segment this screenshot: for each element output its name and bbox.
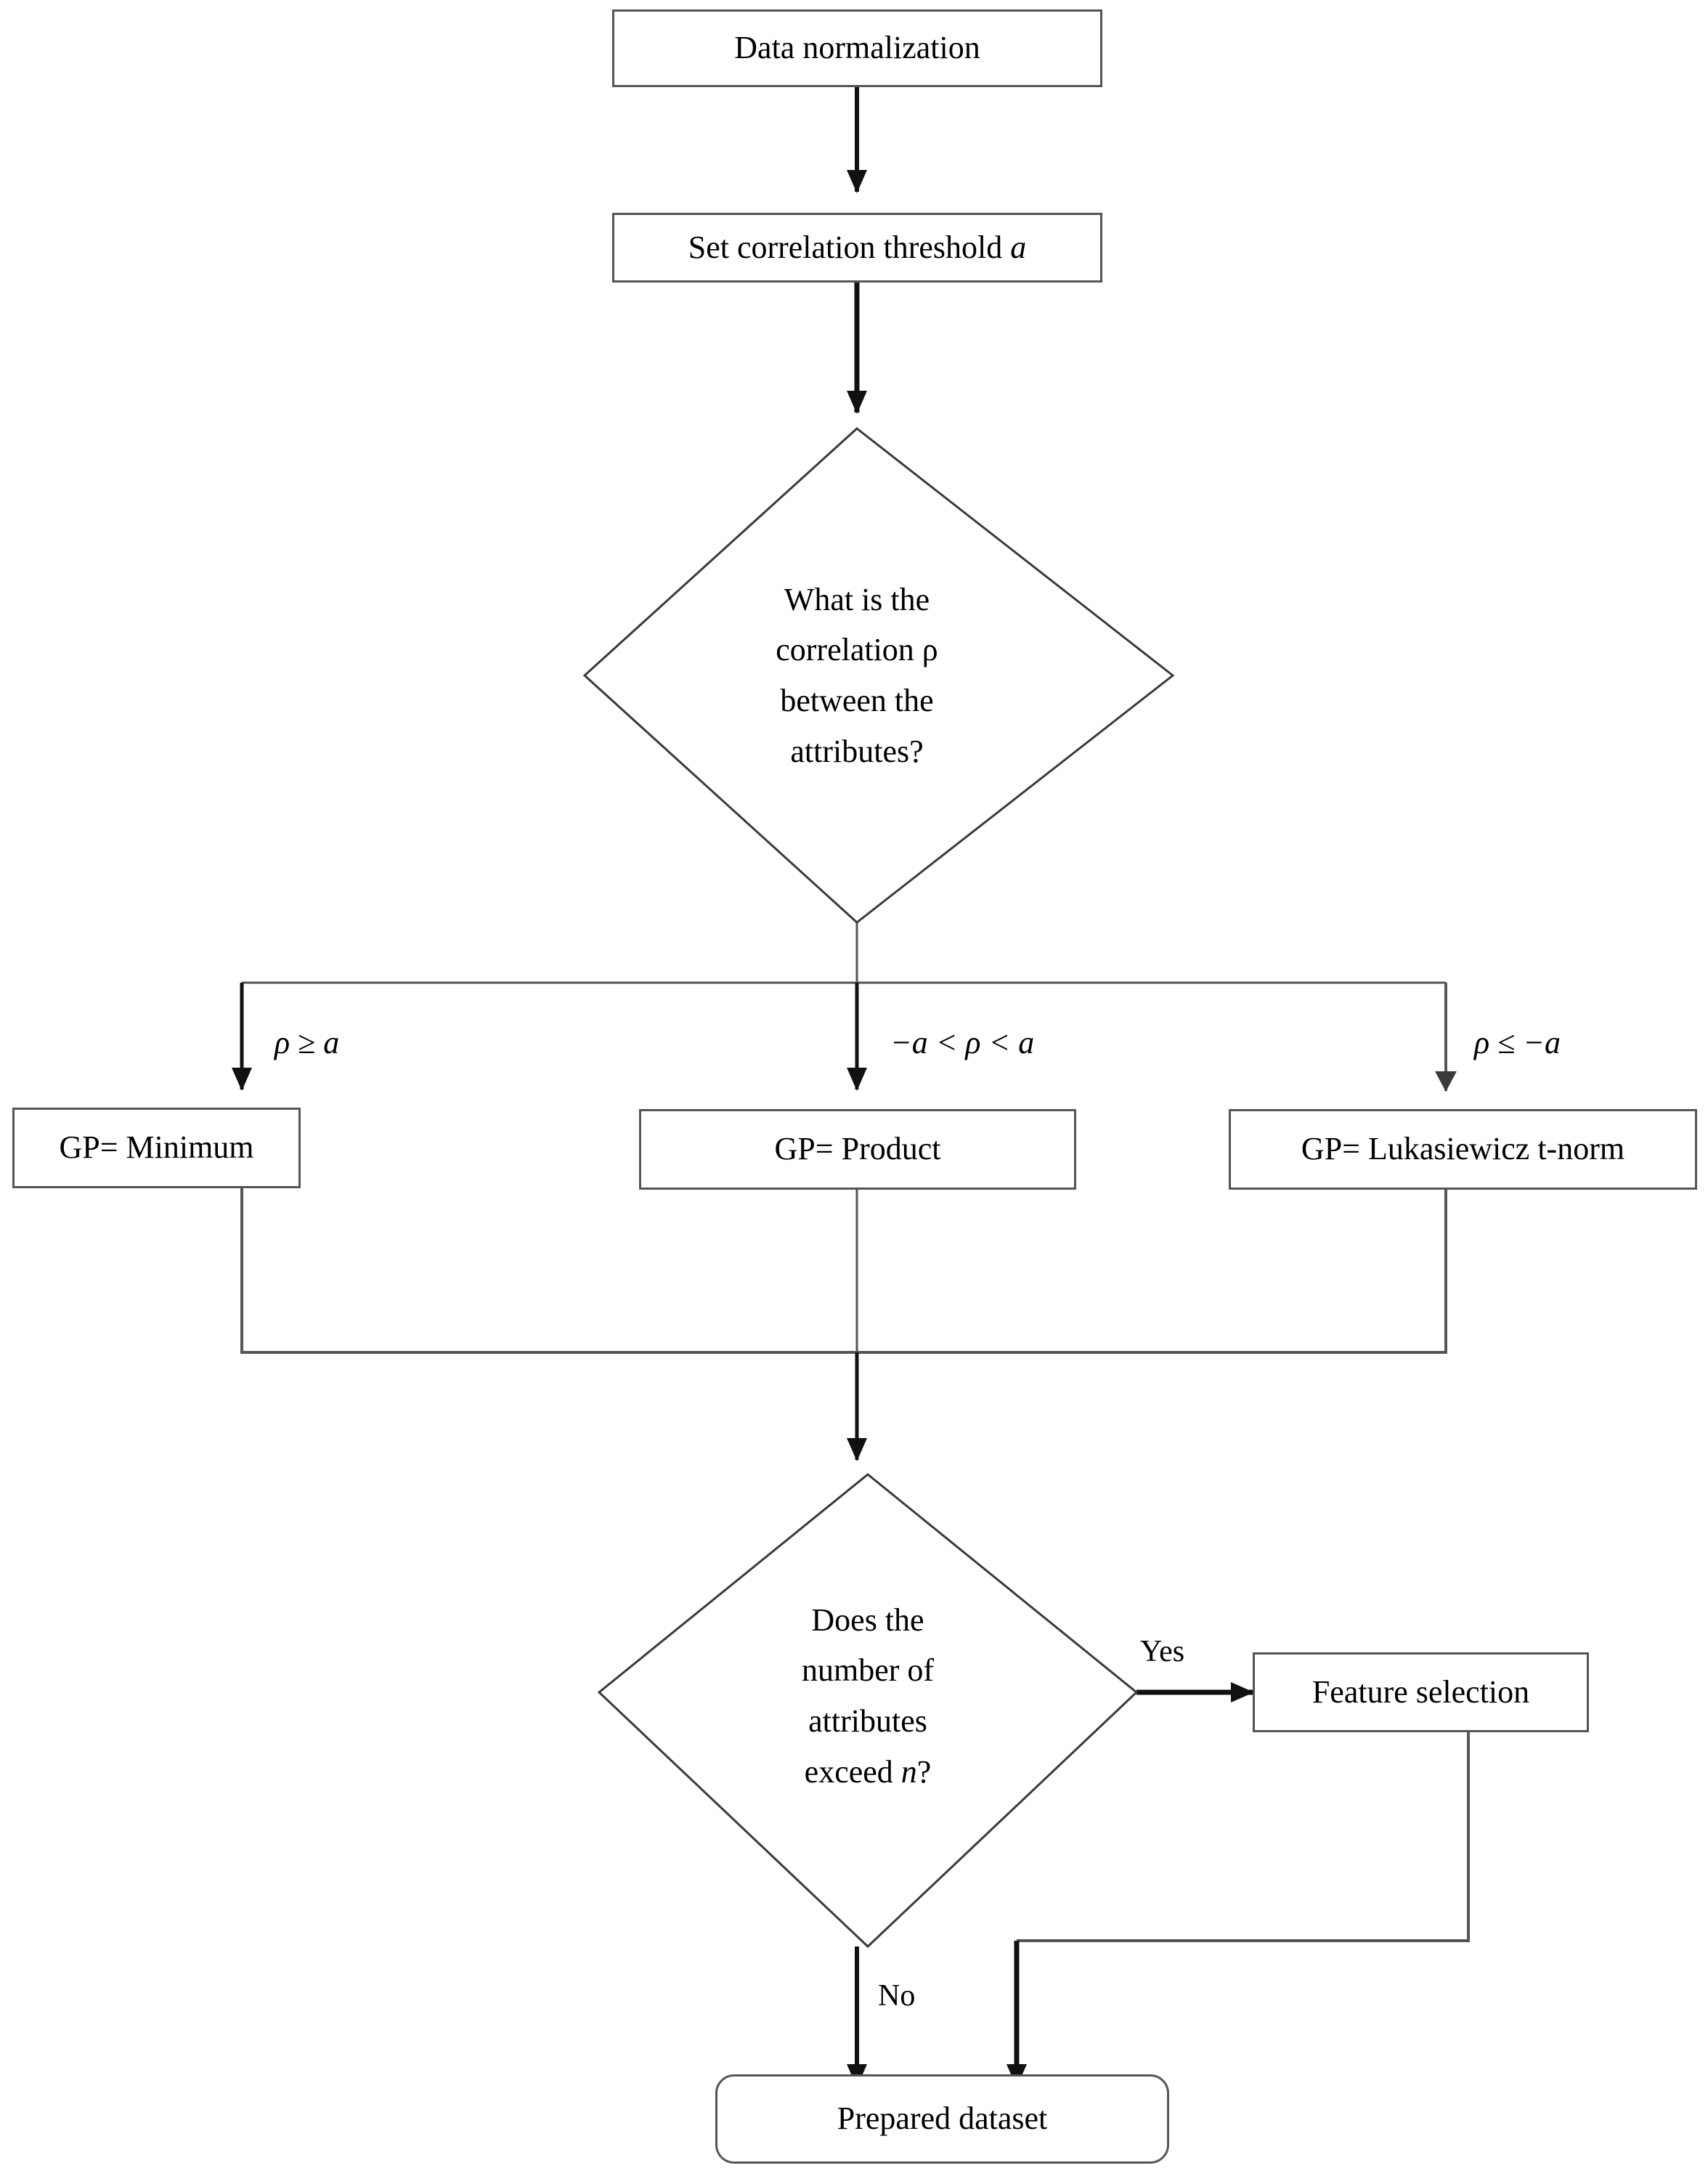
set-threshold-text: Set correlation threshold (688, 229, 1011, 265)
node-prepared-dataset[interactable]: Prepared dataset (715, 2074, 1169, 2164)
node-gp-minimum[interactable]: GP= Minimum (12, 1108, 301, 1188)
node-gp-lukasiewicz-label: GP= Lukasiewicz t-norm (1301, 1131, 1625, 1167)
edge-label-yes: Yes (1140, 1635, 1185, 1668)
attribute-count-decision-shape (597, 1473, 1139, 1949)
node-data-normalization[interactable]: Data normalization (612, 9, 1102, 87)
edge-label-no: No (878, 1979, 916, 2013)
set-threshold-variable: a (1010, 229, 1027, 265)
edge-label-branch-middle: −a < ρ < a (890, 1025, 1035, 1060)
node-gp-product[interactable]: GP= Product (639, 1109, 1076, 1190)
edge-merge-left (240, 1188, 857, 1354)
edge-label-branch-right: ρ ≤ −a (1474, 1025, 1561, 1060)
node-prepared-dataset-label: Prepared dataset (837, 2100, 1048, 2137)
edge-feature-selection-return (1017, 1732, 1470, 1942)
correlation-decision-shape (582, 427, 1175, 924)
node-data-normalization-label: Data normalization (734, 30, 980, 66)
node-feature-selection-label: Feature selection (1312, 1673, 1530, 1710)
node-gp-lukasiewicz[interactable]: GP= Lukasiewicz t-norm (1229, 1109, 1697, 1190)
node-gp-minimum-label: GP= Minimum (59, 1129, 254, 1166)
edge-merge-right (857, 1190, 1447, 1354)
node-set-correlation-threshold[interactable]: Set correlation threshold a (612, 213, 1102, 283)
node-gp-product-label: GP= Product (774, 1131, 941, 1167)
edge-label-branch-left: ρ ≥ a (274, 1025, 340, 1060)
node-set-correlation-threshold-label: Set correlation threshold a (688, 230, 1027, 265)
node-feature-selection[interactable]: Feature selection (1253, 1652, 1589, 1732)
